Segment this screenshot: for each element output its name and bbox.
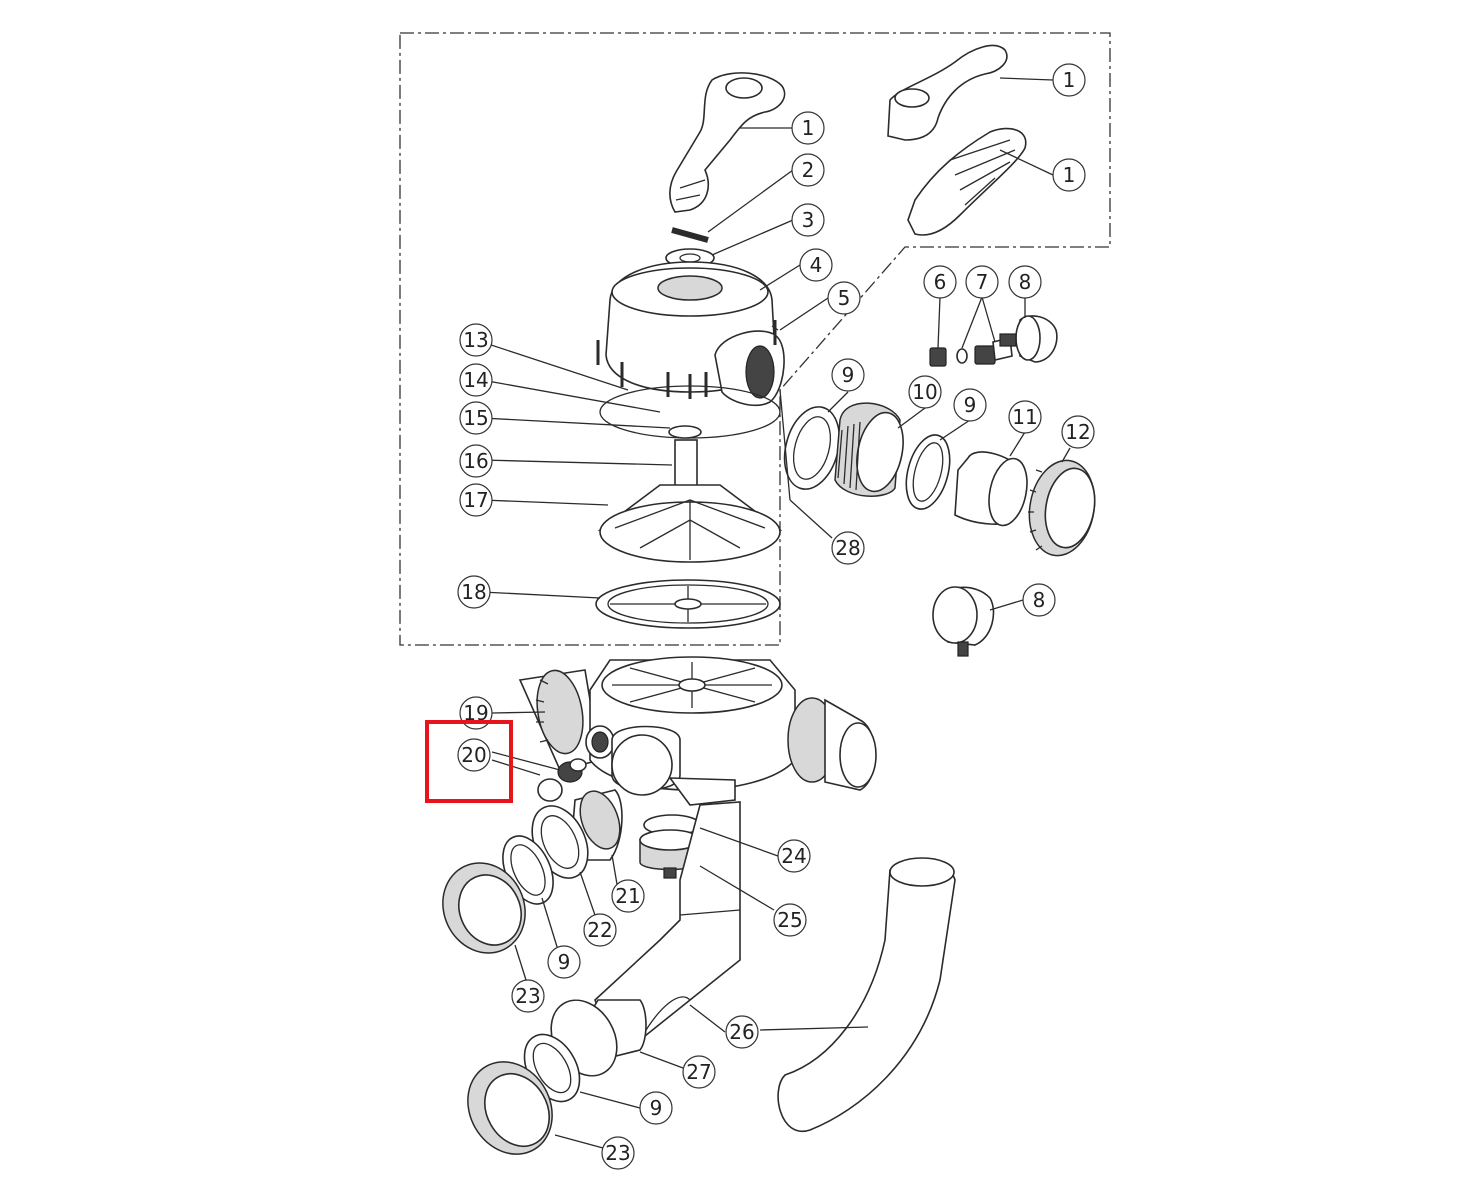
callout-20: 20 [457, 738, 491, 772]
svg-text:11: 11 [1012, 405, 1037, 429]
svg-text:21: 21 [615, 884, 640, 908]
callout-25: 25 [773, 903, 807, 937]
pressure-gauge-part-8a [999, 315, 1058, 363]
shaft-part-16 [674, 439, 698, 489]
callout-11: 11 [1008, 400, 1042, 434]
valve-body [518, 656, 877, 806]
svg-text:23: 23 [605, 1141, 630, 1165]
svg-text:5: 5 [838, 286, 851, 310]
union-nut-part-23a [442, 862, 526, 954]
callout-9: 9 [639, 1091, 673, 1125]
handle-part-1c [907, 127, 1027, 236]
callout-9: 9 [953, 388, 987, 422]
plug-part-6 [929, 347, 947, 367]
callout-23: 23 [511, 979, 545, 1013]
callout-27: 27 [682, 1055, 716, 1089]
svg-text:8: 8 [1019, 270, 1032, 294]
callout-22: 22 [583, 913, 617, 947]
callout-10: 10 [908, 375, 942, 409]
svg-text:6: 6 [934, 270, 947, 294]
svg-text:26: 26 [729, 1020, 754, 1044]
oring-part-15 [668, 425, 702, 439]
svg-text:28: 28 [835, 536, 860, 560]
svg-text:9: 9 [558, 950, 571, 974]
handle-part-1b [887, 44, 1008, 141]
svg-text:4: 4 [810, 253, 823, 277]
callout-2: 2 [791, 153, 825, 187]
right-union-nut [787, 697, 877, 791]
tail-part-25 [639, 829, 701, 879]
svg-text:23: 23 [515, 984, 540, 1008]
callout-7: 7 [965, 265, 999, 299]
svg-text:18: 18 [461, 580, 486, 604]
spider-gasket-part-18 [595, 579, 781, 629]
union-tail-part-10 [834, 402, 904, 497]
svg-text:17: 17 [463, 488, 488, 512]
callout-1: 1 [791, 111, 825, 145]
callout-13: 13 [459, 323, 493, 357]
svg-text:13: 13 [463, 328, 488, 352]
leader-lines [481, 77, 1071, 1149]
callout-5: 5 [827, 281, 861, 315]
gasket-part-9b [905, 434, 951, 510]
callout-15: 15 [459, 401, 493, 435]
callout-8: 8 [1022, 583, 1056, 617]
handle-part-1a [669, 72, 786, 213]
svg-text:3: 3 [802, 208, 815, 232]
callout-16: 16 [459, 444, 493, 478]
callout-1: 1 [1052, 158, 1086, 192]
callout-26: 26 [725, 1015, 759, 1049]
svg-text:16: 16 [463, 449, 488, 473]
valve-cover-part-4 [605, 261, 785, 407]
svg-text:9: 9 [650, 1096, 663, 1120]
callout-9: 9 [831, 358, 865, 392]
callout-3: 3 [791, 203, 825, 237]
callout-12: 12 [1061, 415, 1095, 449]
callout-14: 14 [459, 363, 493, 397]
drain-fittings-part-20 [537, 758, 587, 802]
svg-text:1: 1 [1063, 163, 1076, 187]
callout-28: 28 [831, 531, 865, 565]
callout-4: 4 [799, 248, 833, 282]
svg-text:25: 25 [777, 908, 802, 932]
callout-1: 1 [1052, 63, 1086, 97]
svg-text:1: 1 [802, 116, 815, 140]
callout-8: 8 [1008, 265, 1042, 299]
pin-part-2 [671, 227, 709, 243]
svg-text:1: 1 [1063, 68, 1076, 92]
callout-17: 17 [459, 483, 493, 517]
svg-text:8: 8 [1033, 588, 1046, 612]
svg-text:20: 20 [461, 743, 486, 767]
callout-23: 23 [601, 1136, 635, 1170]
callout-18: 18 [457, 575, 491, 609]
svg-text:7: 7 [976, 270, 989, 294]
callout-9: 9 [547, 945, 581, 979]
svg-text:9: 9 [964, 393, 977, 417]
screws-part-5 [596, 320, 777, 399]
rotor-part-17 [597, 484, 783, 563]
callout-6: 6 [923, 265, 957, 299]
svg-text:2: 2 [802, 158, 815, 182]
callout-24: 24 [777, 839, 811, 873]
left-union-nut [535, 669, 584, 755]
bend-pipe [777, 857, 956, 1133]
union-nut-part-12 [1028, 459, 1096, 557]
svg-text:10: 10 [912, 380, 937, 404]
svg-text:12: 12 [1065, 420, 1090, 444]
svg-text:9: 9 [842, 363, 855, 387]
svg-text:24: 24 [781, 844, 806, 868]
pressure-gauge-part-8b [932, 586, 995, 657]
union-nut-part-23b [467, 1061, 553, 1155]
svg-text:22: 22 [587, 918, 612, 942]
svg-text:14: 14 [463, 368, 488, 392]
tail-part-21 [569, 789, 623, 861]
callout-21: 21 [611, 879, 645, 913]
socket-part-11 [954, 451, 1028, 527]
highlight-box-part-20 [425, 720, 513, 803]
svg-text:15: 15 [463, 406, 488, 430]
svg-text:27: 27 [686, 1060, 711, 1084]
upper-assembly-boundary [399, 32, 1111, 646]
callout-19: 19 [459, 696, 493, 730]
